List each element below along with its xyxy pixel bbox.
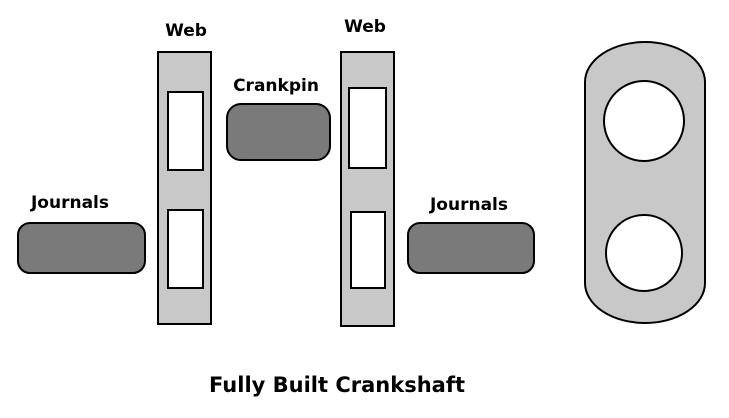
web-side-hole-lower: [605, 214, 683, 292]
label-journals-right: Journals: [429, 195, 508, 215]
label-journals-left: Journals: [30, 193, 109, 213]
web-right: [340, 51, 395, 327]
web-left-slot-upper: [167, 91, 204, 171]
journal-right: [407, 222, 535, 274]
web-left: [157, 51, 212, 325]
web-right-slot-lower: [350, 211, 386, 289]
label-web-left: Web: [165, 21, 207, 41]
diagram-title: Fully Built Crankshaft: [209, 373, 465, 397]
journal-left: [17, 222, 146, 274]
crankpin: [226, 103, 331, 161]
label-web-right: Web: [344, 17, 386, 37]
web-right-slot-upper: [348, 87, 387, 169]
web-side-view: [584, 41, 706, 324]
label-crankpin: Crankpin: [233, 76, 319, 96]
web-side-hole-upper: [603, 80, 685, 162]
web-left-slot-lower: [167, 209, 204, 289]
